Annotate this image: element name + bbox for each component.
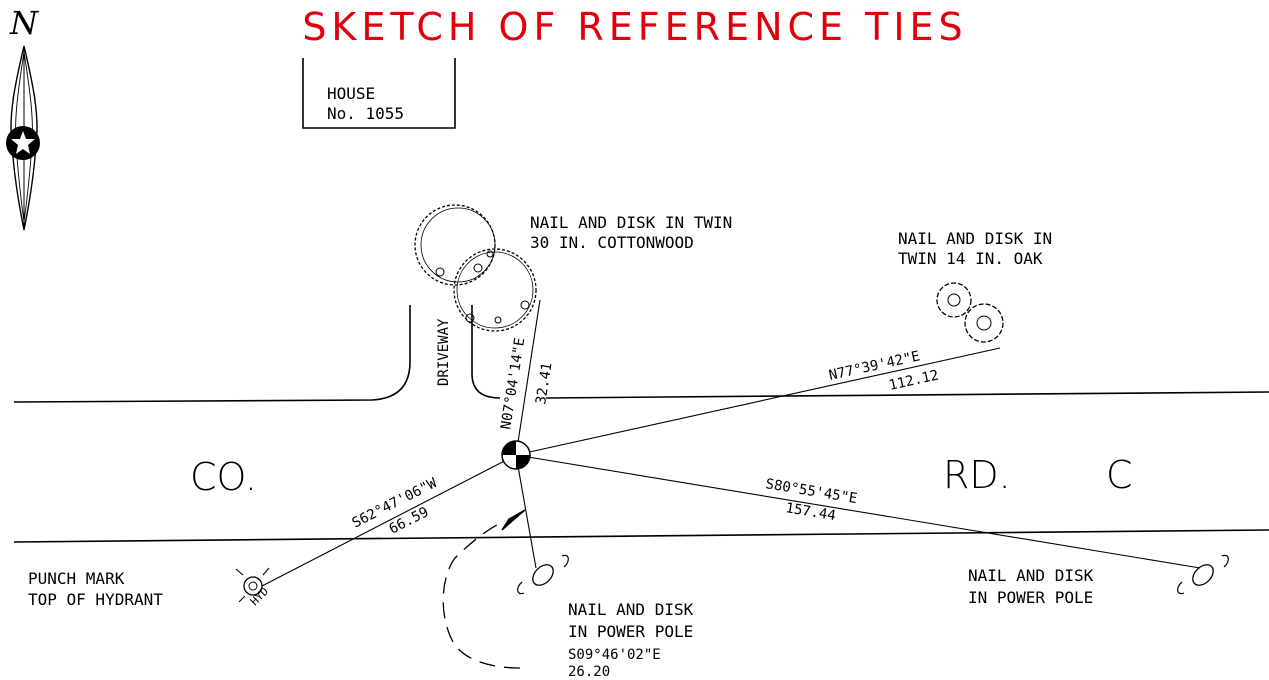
pole-east-distance: 157.44 [784,500,837,524]
hydrant-label-line2: TOP OF HYDRANT [28,590,163,609]
oak-label-line2: TWIN 14 IN. OAK [898,249,1043,268]
sketch-title: SKETCH OF REFERENCE TIES [302,5,967,49]
control-point-icon [501,440,531,470]
north-letter: N [9,4,39,42]
pole-east-bearing: S80°55'45"E [764,476,858,507]
leader-arrow [442,509,526,669]
pole-east-label-line2: IN POWER POLE [968,588,1093,607]
house: HOUSE No. 1055 [302,58,456,129]
cottonwood-bearing: N07°04'14"E [498,337,528,431]
hydrant-symbol-label: HYD [248,585,271,608]
power-pole-south-icon [517,554,569,595]
driveway-label: DRIVEWAY [436,318,452,386]
road-name-mid: RD. [943,453,1011,497]
house-label-line1: HOUSE [327,84,375,103]
tie-lines [261,299,1201,587]
twin-oak-tree-icon [936,282,1004,343]
cottonwood-distance: 32.41 [533,361,555,405]
pole-south-bearing: S09°46'02"E [568,647,661,663]
twin-cottonwood-tree-icon [414,204,537,332]
pole-south-label-line1: NAIL AND DISK [568,600,694,619]
hydrant-label-line1: PUNCH MARK [28,569,125,588]
road-name-right: C [1106,453,1133,497]
cottonwood-label-line2: 30 IN. COTTONWOOD [530,233,694,252]
cottonwood-label-line1: NAIL AND DISK IN TWIN [530,213,732,232]
pole-south-distance: 26.20 [568,664,610,680]
north-arrow-icon: N [6,4,40,231]
house-label-line2: No. 1055 [327,104,404,123]
power-pole-east-icon [1177,554,1229,595]
oak-label-line1: NAIL AND DISK IN [898,229,1052,248]
road-edges [13,305,1269,543]
pole-south-label-line2: IN POWER POLE [568,622,693,641]
hydrant-icon: HYD [235,567,271,608]
road-name-left: CO. [190,455,257,499]
pole-east-label-line1: NAIL AND DISK [968,566,1094,585]
